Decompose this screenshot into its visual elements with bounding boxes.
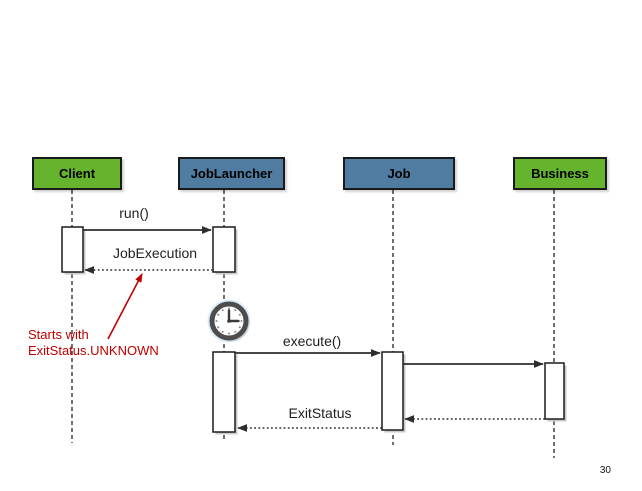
actor-joblauncher: JobLauncher: [178, 157, 285, 190]
message-label-run: run(): [119, 205, 149, 221]
message-label-jobexecution: JobExecution: [112, 245, 198, 261]
page-number: 30: [599, 465, 611, 476]
annotation-arrow: [107, 273, 143, 340]
activation-joblauncher-2: [212, 351, 236, 433]
message-label-execute: execute(): [282, 333, 342, 349]
annotation-line2: ExitStatus.UNKNOWN: [28, 342, 159, 358]
actor-business-label: Business: [531, 166, 589, 181]
actor-job: Job: [343, 157, 455, 190]
actor-job-label: Job: [387, 166, 411, 181]
activation-job: [381, 351, 404, 431]
message-label-exitstatus: ExitStatus: [288, 405, 352, 421]
actor-client-label: Client: [58, 166, 96, 181]
activation-business: [544, 362, 565, 420]
actor-client: Client: [32, 157, 122, 190]
annotation-line1: Starts with: [28, 327, 89, 342]
actor-joblauncher-label: JobLauncher: [190, 166, 273, 181]
annotation-note: Starts with ExitStatus.UNKNOWN: [28, 327, 159, 358]
clock-icon: [207, 299, 251, 343]
actor-business: Business: [513, 157, 607, 190]
activation-joblauncher-1: [212, 226, 236, 273]
activation-client: [61, 226, 84, 273]
